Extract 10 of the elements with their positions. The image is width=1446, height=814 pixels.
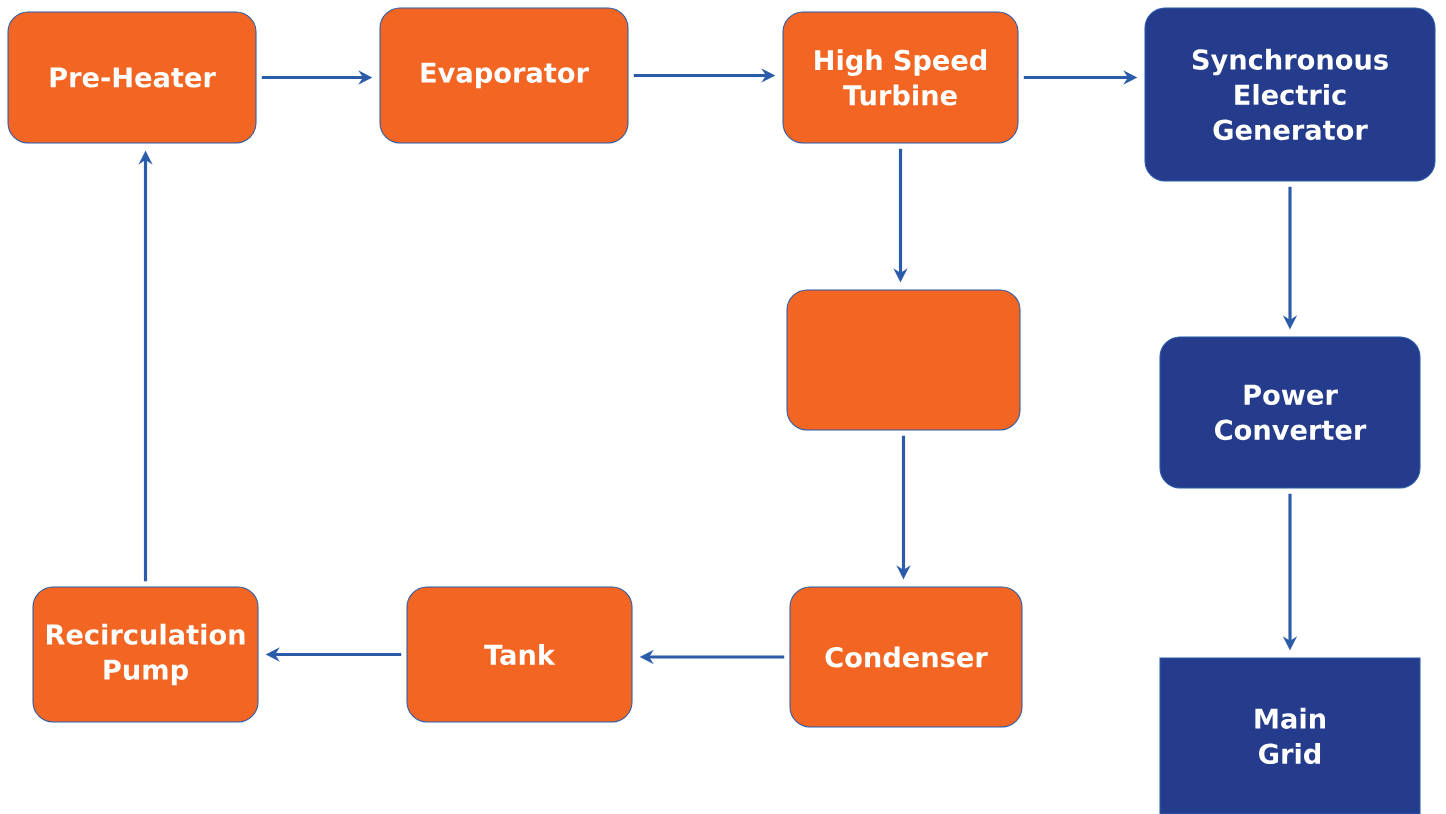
process-box: Synchronous Electric Generator	[1144, 7, 1436, 182]
empty-box	[786, 289, 1021, 431]
process-box: Main Grid	[1159, 657, 1421, 814]
process-box: High Speed Turbine	[782, 11, 1019, 144]
process-box: Power Converter	[1159, 336, 1421, 489]
process-box: Condenser	[789, 586, 1023, 728]
process-box: Recirculation Pump	[32, 586, 259, 723]
process-box: Tank	[406, 586, 633, 723]
process-box: Pre-Heater	[7, 11, 257, 144]
process-box: Evaporator	[379, 7, 629, 144]
